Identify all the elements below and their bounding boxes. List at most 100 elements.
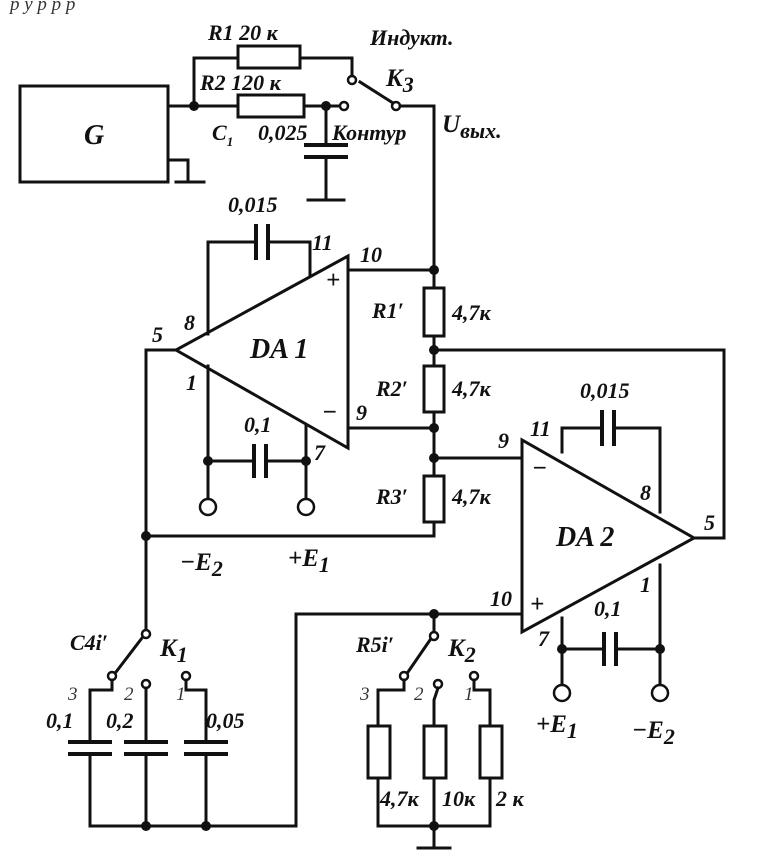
k1-cap1-value: 0,05 <box>206 708 245 733</box>
resistor-r3p <box>422 474 446 524</box>
k3-induct-label: Индукт. <box>369 25 453 50</box>
k1-pos-3: 3 <box>67 684 78 705</box>
da2-pin10: 10 <box>490 586 512 611</box>
top-network: R1 20 к R2 120 к C1 0,025 Индукт. Контур… <box>166 20 502 272</box>
k1-label: C4i′ <box>70 630 108 655</box>
da2-minus: − <box>532 455 547 482</box>
da2-terminal-neg <box>650 683 670 703</box>
da1-pin8: 8 <box>184 310 195 335</box>
r3p-value: 4,7к <box>451 484 492 509</box>
wire-output <box>398 104 436 272</box>
da2-terminal-pos <box>552 683 572 703</box>
k2-res2-value: 10к <box>442 786 476 811</box>
resistor-r2p <box>422 364 446 414</box>
wire-k2-r3 <box>376 678 406 728</box>
k2-pos-2: 2 <box>414 684 424 705</box>
da1-pin1: 1 <box>186 370 197 395</box>
wire-feedback-da2 <box>432 348 726 540</box>
da1-supply-neg: −E2 <box>180 549 223 581</box>
k3-contact-contour <box>338 100 350 112</box>
da1-supply-pos: +E1 <box>288 545 330 577</box>
k2-blade <box>405 637 433 675</box>
junction-k1-c2 <box>141 821 151 831</box>
da2-pin1: 1 <box>640 572 651 597</box>
wire-da2-pin8 <box>614 426 662 514</box>
da2-body <box>520 437 698 635</box>
r3p-label: R3′ <box>375 484 408 509</box>
da1-terminal-pos <box>296 497 316 517</box>
r1-label: R1 20 к <box>207 20 279 45</box>
da1-pin11: 11 <box>312 230 333 255</box>
k1-switch-label: K1 <box>159 635 188 667</box>
k2-res1-value: 2 к <box>495 786 525 811</box>
k3-contact-induct <box>346 74 358 86</box>
da2-cap-bottom: 0,1 <box>594 596 622 621</box>
da1: DA 1 + − 10 9 0,015 11 8 1 7 0,1 −E2 +E1… <box>144 192 436 581</box>
wire-r1-right <box>298 56 354 78</box>
da1-pin10: 10 <box>360 242 382 267</box>
r1p-value: 4,7к <box>451 300 492 325</box>
wire-k1-c1 <box>184 678 208 742</box>
k2-common <box>428 630 440 642</box>
k2-bank: R5i′ K2 3 2 1 4,7к 10к 2 к <box>355 612 525 850</box>
k2-resistor-1 <box>478 724 504 780</box>
k3-contour-label: Контур <box>331 120 406 145</box>
k1-blade <box>113 635 145 675</box>
k2-label: R5i′ <box>355 632 394 657</box>
da2-supply-pos: +E1 <box>536 711 578 743</box>
k3-label: K3 <box>385 65 414 97</box>
junction-left-bus <box>141 531 151 541</box>
da1-pin7: 7 <box>314 440 326 465</box>
da2-plus: + <box>530 591 544 618</box>
r2p-value: 4,7к <box>451 376 492 401</box>
wire-da1-pin11 <box>268 240 312 278</box>
k1-pos-2: 2 <box>124 684 134 705</box>
k2-switch-label: K2 <box>447 635 476 667</box>
da2-label: DA 2 <box>555 522 614 553</box>
da1-pin5: 5 <box>152 322 163 347</box>
generator-label: G <box>84 120 104 151</box>
da1-minus: − <box>322 399 337 426</box>
k2-resistor-2 <box>422 724 448 780</box>
c1-label: C1 <box>212 120 233 149</box>
r2-label: R2 120 к <box>199 70 282 95</box>
generator-ground-wire <box>166 158 190 182</box>
da1-label: DA 1 <box>249 334 308 365</box>
generator-box <box>18 84 170 184</box>
da2-pin5: 5 <box>704 510 715 535</box>
da2: DA 2 − + 9 0,015 11 8 5 0,1 7 1 +E1 −E2 … <box>144 378 715 828</box>
k1-bank: C4i′ K1 3 2 1 0,1 0,2 0,05 <box>46 628 298 831</box>
da2-pin11: 11 <box>530 416 551 441</box>
da1-terminal-neg <box>198 497 218 517</box>
k3-blade <box>357 79 396 106</box>
r1p-label: R1′ <box>371 298 404 323</box>
k2-resistor-3 <box>366 724 392 780</box>
k1-common <box>140 628 152 640</box>
junction-k2-ground <box>429 821 439 831</box>
da2-pin7: 7 <box>538 626 550 651</box>
wire-k2-r1 <box>472 678 492 728</box>
output-label: Uвых. <box>442 111 502 143</box>
da1-body <box>172 253 350 451</box>
wire-k2-r2 <box>432 686 440 728</box>
da1-plus: + <box>326 267 340 294</box>
wire-da1-pin8 <box>206 240 256 336</box>
junction-div-da1m <box>429 423 439 433</box>
wire-r1-left <box>192 56 240 108</box>
resistor-r1 <box>236 44 302 70</box>
da2-supply-neg: −E2 <box>632 717 675 749</box>
resistor-r1p <box>422 286 446 338</box>
da1-cap-bottom: 0,1 <box>244 412 272 437</box>
c1-value: 0,025 <box>258 120 308 145</box>
da2-cap-top: 0,015 <box>580 378 630 403</box>
junction-k1-c1 <box>201 821 211 831</box>
da1-pin9: 9 <box>356 400 367 425</box>
k1-pos-1: 1 <box>176 684 186 705</box>
k2-res3-value: 4,7к <box>379 786 420 811</box>
top-caption: р у р р р <box>8 0 75 15</box>
resistor-r2 <box>236 93 306 119</box>
wire-div-bottom <box>144 520 436 538</box>
k2-pos-3: 3 <box>359 684 370 705</box>
wire-da2-pin11 <box>560 426 602 454</box>
